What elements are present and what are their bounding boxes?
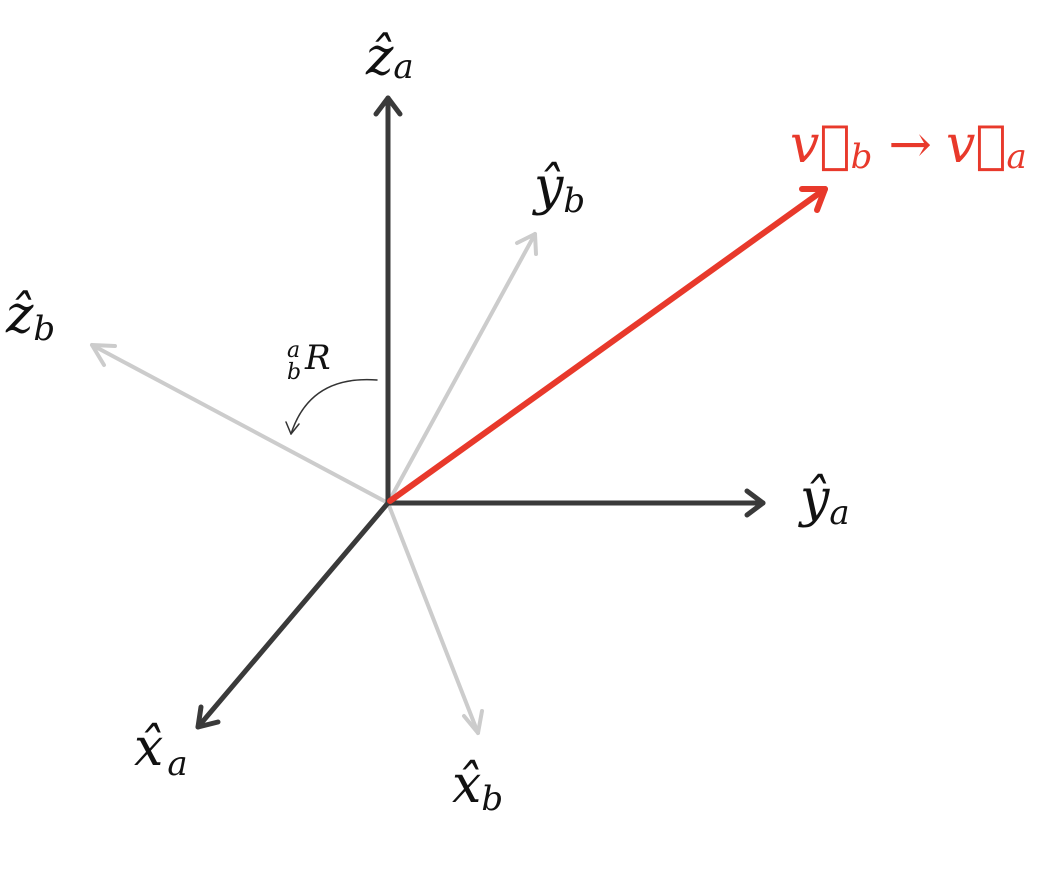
svg-text:a: a	[287, 338, 300, 363]
axis-z-a	[373, 95, 403, 506]
axis-x-b	[386, 501, 484, 735]
label-y-a: ŷa	[798, 469, 850, 533]
label-x-a: x̂a	[134, 718, 188, 784]
svg-text:b: b	[287, 360, 301, 385]
svg-text:R: R	[304, 338, 331, 378]
axis-y-b	[386, 232, 538, 505]
vector-arrow	[387, 186, 828, 504]
axis-x-a	[195, 500, 391, 730]
axis-z-b	[90, 343, 390, 505]
axis-y-a	[385, 488, 766, 518]
label-rotation: a b R	[287, 338, 331, 385]
frame-a-axes	[195, 95, 766, 730]
label-z-a: ẑa	[365, 27, 414, 87]
label-y-b: ŷb	[532, 157, 585, 221]
frame-b-axes	[90, 232, 538, 735]
label-vector: v⃗b→v⃗a	[790, 115, 1027, 177]
label-z-b: ẑb	[5, 285, 55, 349]
label-x-b: x̂b	[452, 755, 503, 819]
rotation-arc-arrow	[285, 378, 378, 435]
